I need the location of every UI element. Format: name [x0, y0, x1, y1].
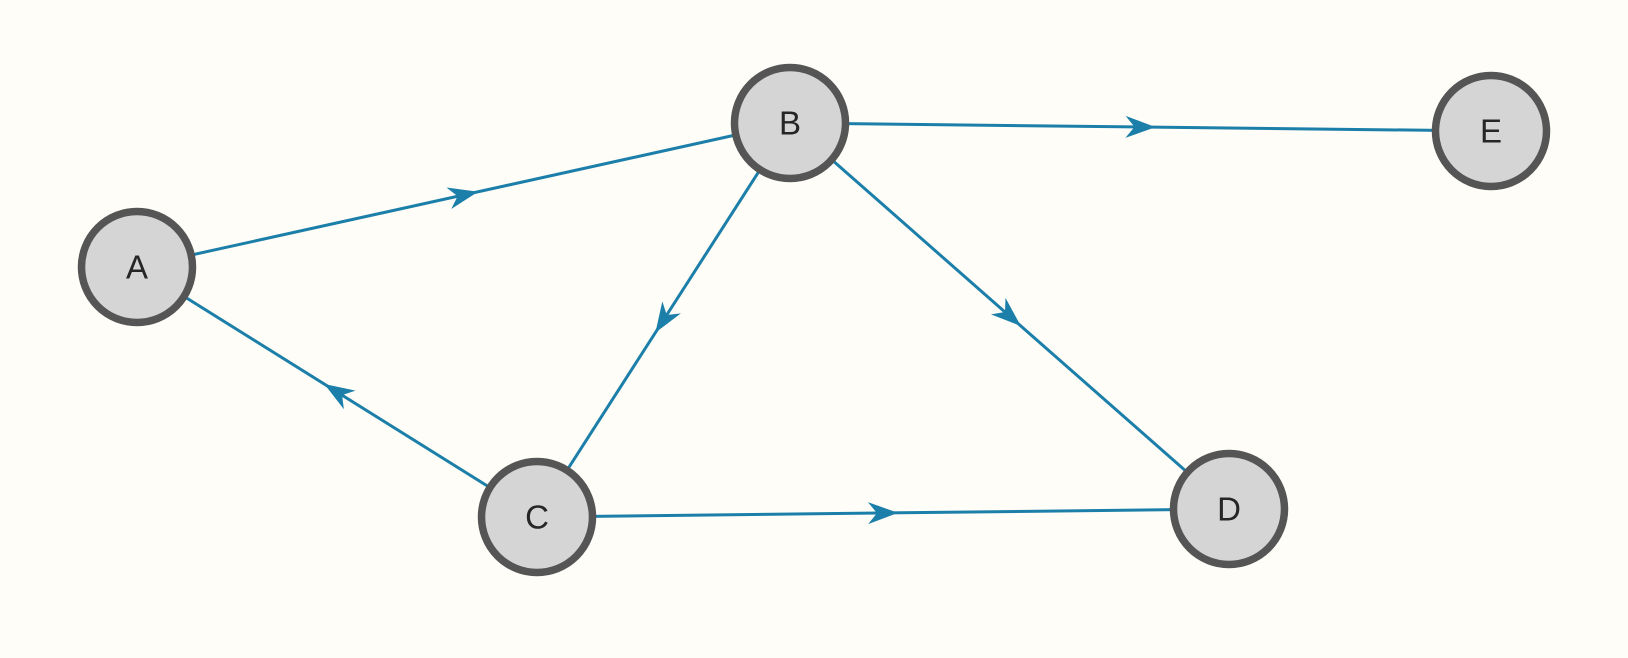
arrowhead-C-D [867, 502, 898, 525]
node-E[interactable]: E [1431, 71, 1551, 191]
arrowhead-B-E [1125, 115, 1156, 138]
arrowhead-B-D [990, 297, 1021, 326]
node-B[interactable]: B [730, 63, 850, 183]
node-D[interactable]: D [1169, 449, 1289, 569]
node-C[interactable]: C [477, 457, 597, 577]
arrowhead-A-B [446, 187, 479, 209]
node-circle-C[interactable] [477, 457, 597, 577]
node-circle-A[interactable] [77, 207, 197, 327]
node-circle-E[interactable] [1431, 71, 1551, 191]
node-circle-B[interactable] [730, 63, 850, 183]
node-circle-D[interactable] [1169, 449, 1289, 569]
arrowhead-C-A [324, 384, 356, 410]
arrowhead-B-C [655, 301, 681, 333]
node-A[interactable]: A [77, 207, 197, 327]
